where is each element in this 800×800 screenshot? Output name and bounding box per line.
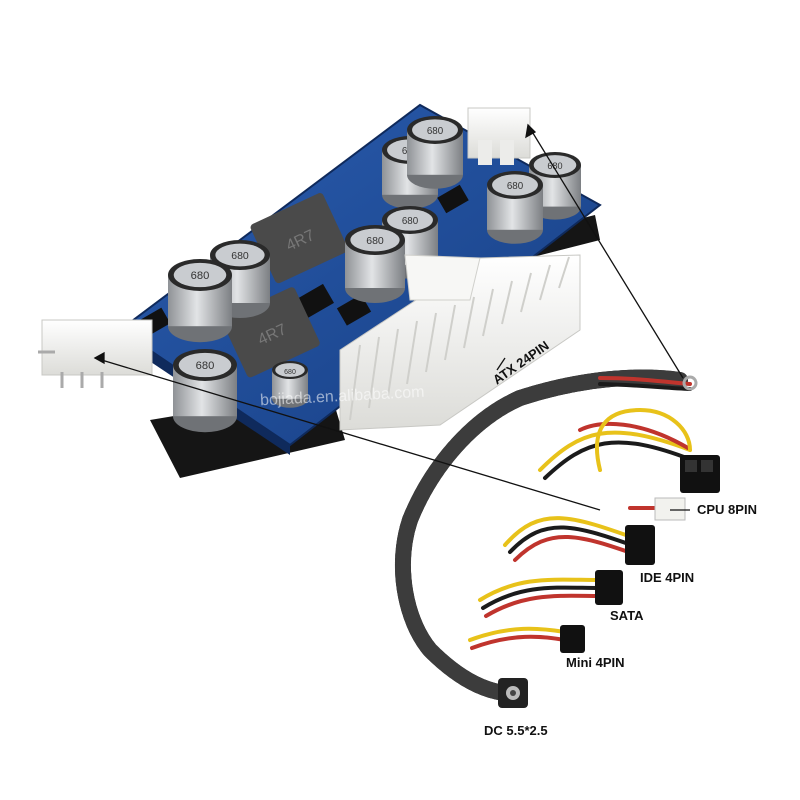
- dc-jack: [498, 678, 528, 708]
- capacitor: 680: [345, 225, 405, 303]
- inductor: 4R7: [250, 193, 348, 284]
- white-small-plug: [654, 497, 686, 521]
- label-cpu-8pin: CPU 8PIN: [697, 502, 757, 517]
- capacitor: 680: [272, 361, 308, 408]
- chip: [336, 294, 372, 326]
- label-ide-4pin: IDE 4PIN: [640, 570, 695, 585]
- ring-terminal: [682, 375, 698, 391]
- top-2pin-connector: [467, 107, 531, 165]
- capacitor: 680: [168, 259, 232, 343]
- capacitor-marking: 680: [366, 235, 384, 247]
- capacitor-marking: 680: [191, 270, 210, 282]
- capacitor-marking: 680: [507, 181, 524, 192]
- chip: [297, 283, 334, 318]
- mini-4pin-plug: [560, 625, 585, 653]
- label-dc-jack: DC 5.5*2.5: [484, 723, 548, 738]
- atx-24pin-connector: [339, 254, 581, 431]
- chip: [437, 184, 469, 214]
- cable-harness: [394, 369, 694, 701]
- sata-plug: [595, 570, 623, 605]
- capacitor: 680: [407, 116, 463, 189]
- capacitor-marking: 680: [284, 369, 296, 376]
- capacitor: 680: [173, 349, 237, 433]
- label-mini-4pin: Mini 4PIN: [566, 655, 625, 670]
- capacitor-marking: 680: [427, 126, 444, 137]
- capacitor: 680: [487, 171, 543, 244]
- label-sata: SATA: [610, 608, 644, 623]
- capacitor-marking: 680: [402, 216, 419, 227]
- ide-4pin-plug: [625, 525, 655, 565]
- pointer-lines: [93, 123, 690, 511]
- capacitor-marking: 680: [231, 250, 249, 262]
- capacitor-marking: 680: [196, 360, 215, 372]
- left-4pin-connector: [38, 319, 153, 388]
- cpu-8pin-plug: [680, 455, 720, 493]
- capacitor-marking: 680: [547, 161, 562, 171]
